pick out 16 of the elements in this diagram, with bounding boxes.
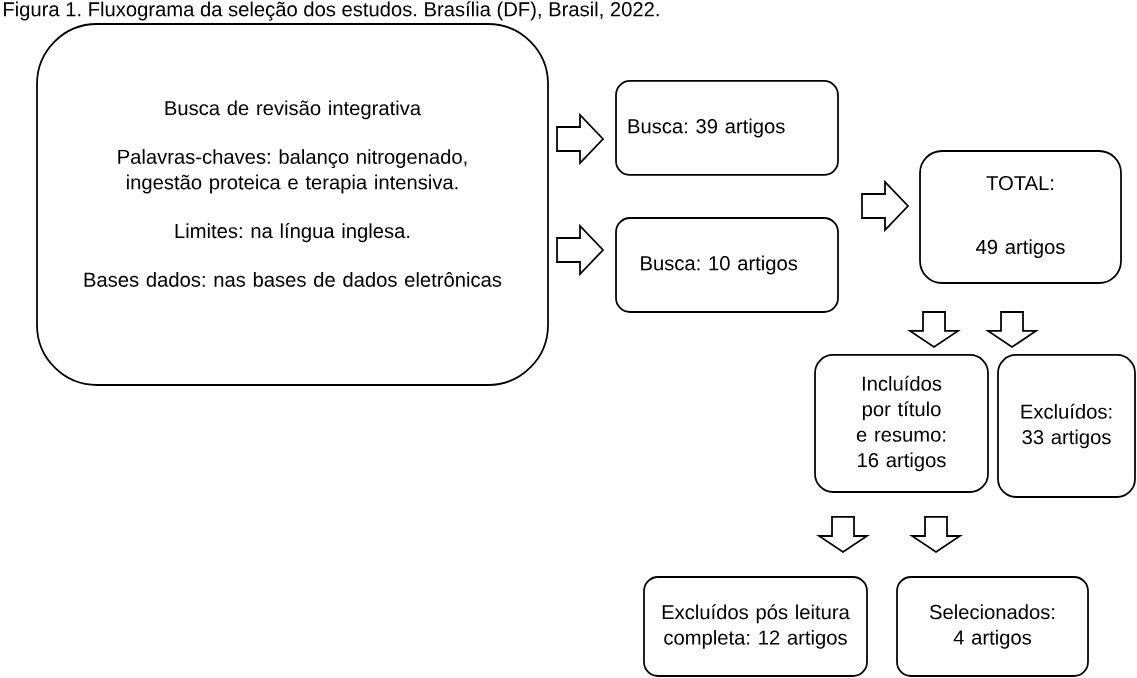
figure-title: Figura 1. Fluxograma da seleção dos estudos. Brasília (DF), Brasil, 2022. (4, 1, 659, 21)
process-box: TOTAL: 49 artigos (919, 150, 1122, 284)
process-box: Excluídos pós leitura completa: 12 artigos (643, 576, 868, 677)
block-arrow (907, 311, 961, 349)
process-box: Incluídos por título e resumo: 16 artigos (814, 354, 989, 493)
process-box: Busca: 10 artigos (615, 217, 839, 313)
block-arrow (556, 223, 605, 277)
process-box: Busca de revisão integrativa Palavras-chaves: balanço nitrogenado, ingestão proteica e terapia intensiva. Limites: na língua inglesa. Bases dados: nas bases de dados eletrônicas (36, 23, 549, 386)
process-box: Busca: 39 artigos (615, 80, 839, 176)
block-arrow (985, 311, 1039, 349)
block-arrow (909, 516, 963, 554)
process-box: Selecionados: 4 artigos (896, 576, 1089, 677)
block-arrow (816, 516, 870, 554)
block-arrow (556, 112, 605, 166)
block-arrow (861, 179, 910, 233)
process-box: Excluídos: 33 artigos (997, 354, 1136, 498)
